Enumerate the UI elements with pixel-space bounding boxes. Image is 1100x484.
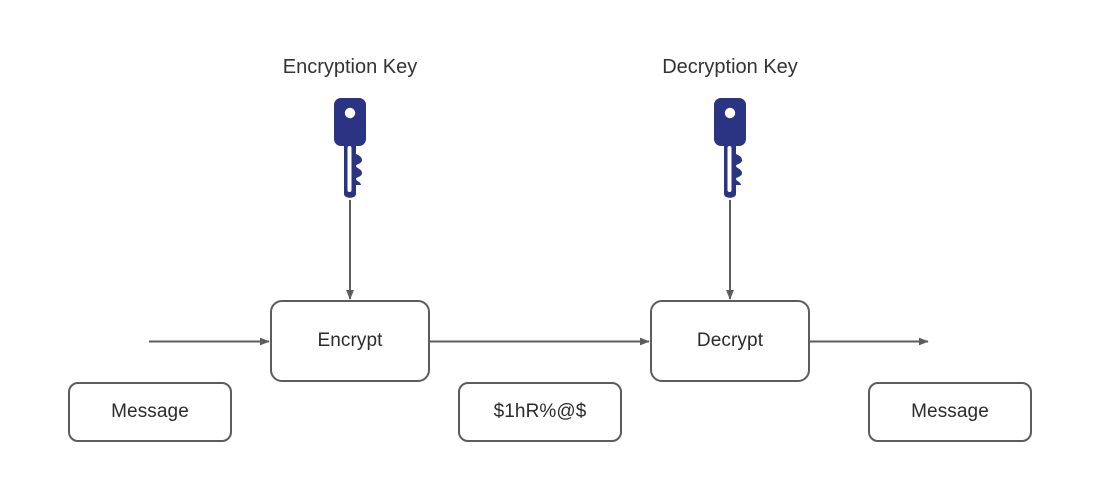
plaintext-input-label: Message bbox=[111, 401, 189, 422]
encryption-key-label: Encryption Key bbox=[282, 56, 418, 78]
decrypt-node[interactable]: Decrypt bbox=[650, 300, 810, 382]
decrypt-node-label: Decrypt bbox=[696, 330, 764, 351]
ciphertext-label: $1hR%@$ bbox=[493, 401, 587, 422]
ciphertext-node[interactable]: $1hR%@$ bbox=[458, 382, 622, 442]
plaintext-output-node[interactable]: Message bbox=[868, 382, 1032, 442]
decryption-key-label: Decryption Key bbox=[662, 56, 798, 78]
plaintext-input-node[interactable]: Message bbox=[68, 382, 232, 442]
key-icon bbox=[714, 98, 746, 198]
plaintext-output-label: Message bbox=[911, 401, 989, 422]
encrypt-node-label: Encrypt bbox=[317, 330, 383, 351]
encrypt-node[interactable]: Encrypt bbox=[270, 300, 430, 382]
key-icon bbox=[334, 98, 366, 198]
